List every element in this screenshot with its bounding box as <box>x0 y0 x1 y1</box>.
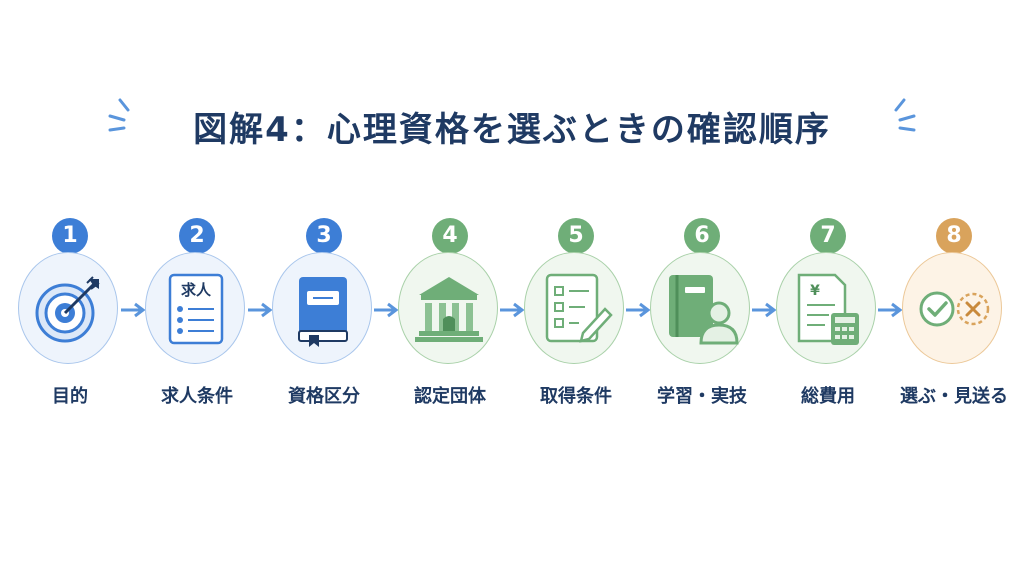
step-number: 5 <box>558 218 594 254</box>
step-label: 目的 <box>52 386 88 407</box>
step-label: 資格区分 <box>288 386 360 407</box>
step-5: 5 取得条件 <box>521 218 631 418</box>
target-icon <box>35 276 100 343</box>
icon-text: 求人 <box>181 281 212 299</box>
step-number: 4 <box>432 218 468 254</box>
step-4: 4 認定団体 <box>395 218 505 418</box>
book-icon <box>298 277 348 347</box>
sparkle-right-icon <box>894 98 916 132</box>
step-6: 6 学習・実技 <box>647 218 757 418</box>
step-number: 2 <box>179 218 215 254</box>
step-7: 7 ¥ 総費用 <box>773 218 883 418</box>
step-label: 求人条件 <box>161 386 233 407</box>
step-label: 学習・実技 <box>657 386 747 407</box>
step-number: 7 <box>810 218 846 254</box>
job-listing-icon: 求人 <box>168 273 224 345</box>
institution-icon <box>415 277 483 342</box>
step-icon-circle <box>18 252 118 364</box>
study-book-person-icon <box>669 275 739 345</box>
step-number: 8 <box>936 218 972 254</box>
diagram-title: 図解4：心理資格を選ぶときの確認順序 <box>193 110 831 150</box>
arrow-right-icon <box>374 302 399 318</box>
step-label: 認定団体 <box>414 386 486 407</box>
check-and-cross-icon <box>919 291 990 327</box>
step-icon-circle <box>398 252 498 364</box>
icon-text: ¥ <box>810 283 820 299</box>
step-number: 6 <box>684 218 720 254</box>
step-8: 8 選ぶ・見送る <box>899 218 1009 418</box>
arrow-right-icon <box>878 302 903 318</box>
checklist-icon <box>545 273 613 343</box>
step-icon-circle <box>272 252 372 364</box>
step-icon-circle: ¥ <box>776 252 876 364</box>
step-icon-circle <box>902 252 1002 364</box>
invoice-calculator-icon: ¥ <box>797 273 859 345</box>
step-icon-circle <box>650 252 750 364</box>
step-3: 3 資格区分 <box>269 218 379 418</box>
arrow-right-icon <box>248 302 273 318</box>
step-icon-circle <box>524 252 624 364</box>
arrow-right-icon <box>626 302 651 318</box>
step-number: 3 <box>306 218 342 254</box>
arrow-right-icon <box>752 302 777 318</box>
step-label: 総費用 <box>801 386 855 407</box>
arrow-right-icon <box>500 302 525 318</box>
step-label: 取得条件 <box>540 386 612 407</box>
step-icon-circle: 求人 <box>145 252 245 364</box>
step-2: 2 求人 求人条件 <box>142 218 252 418</box>
arrow-right-icon <box>121 302 146 318</box>
sparkle-left-icon <box>108 98 130 132</box>
step-number: 1 <box>52 218 88 254</box>
step-1: 1 目的 <box>15 218 125 418</box>
step-label: 選ぶ・見送る <box>900 386 1008 407</box>
